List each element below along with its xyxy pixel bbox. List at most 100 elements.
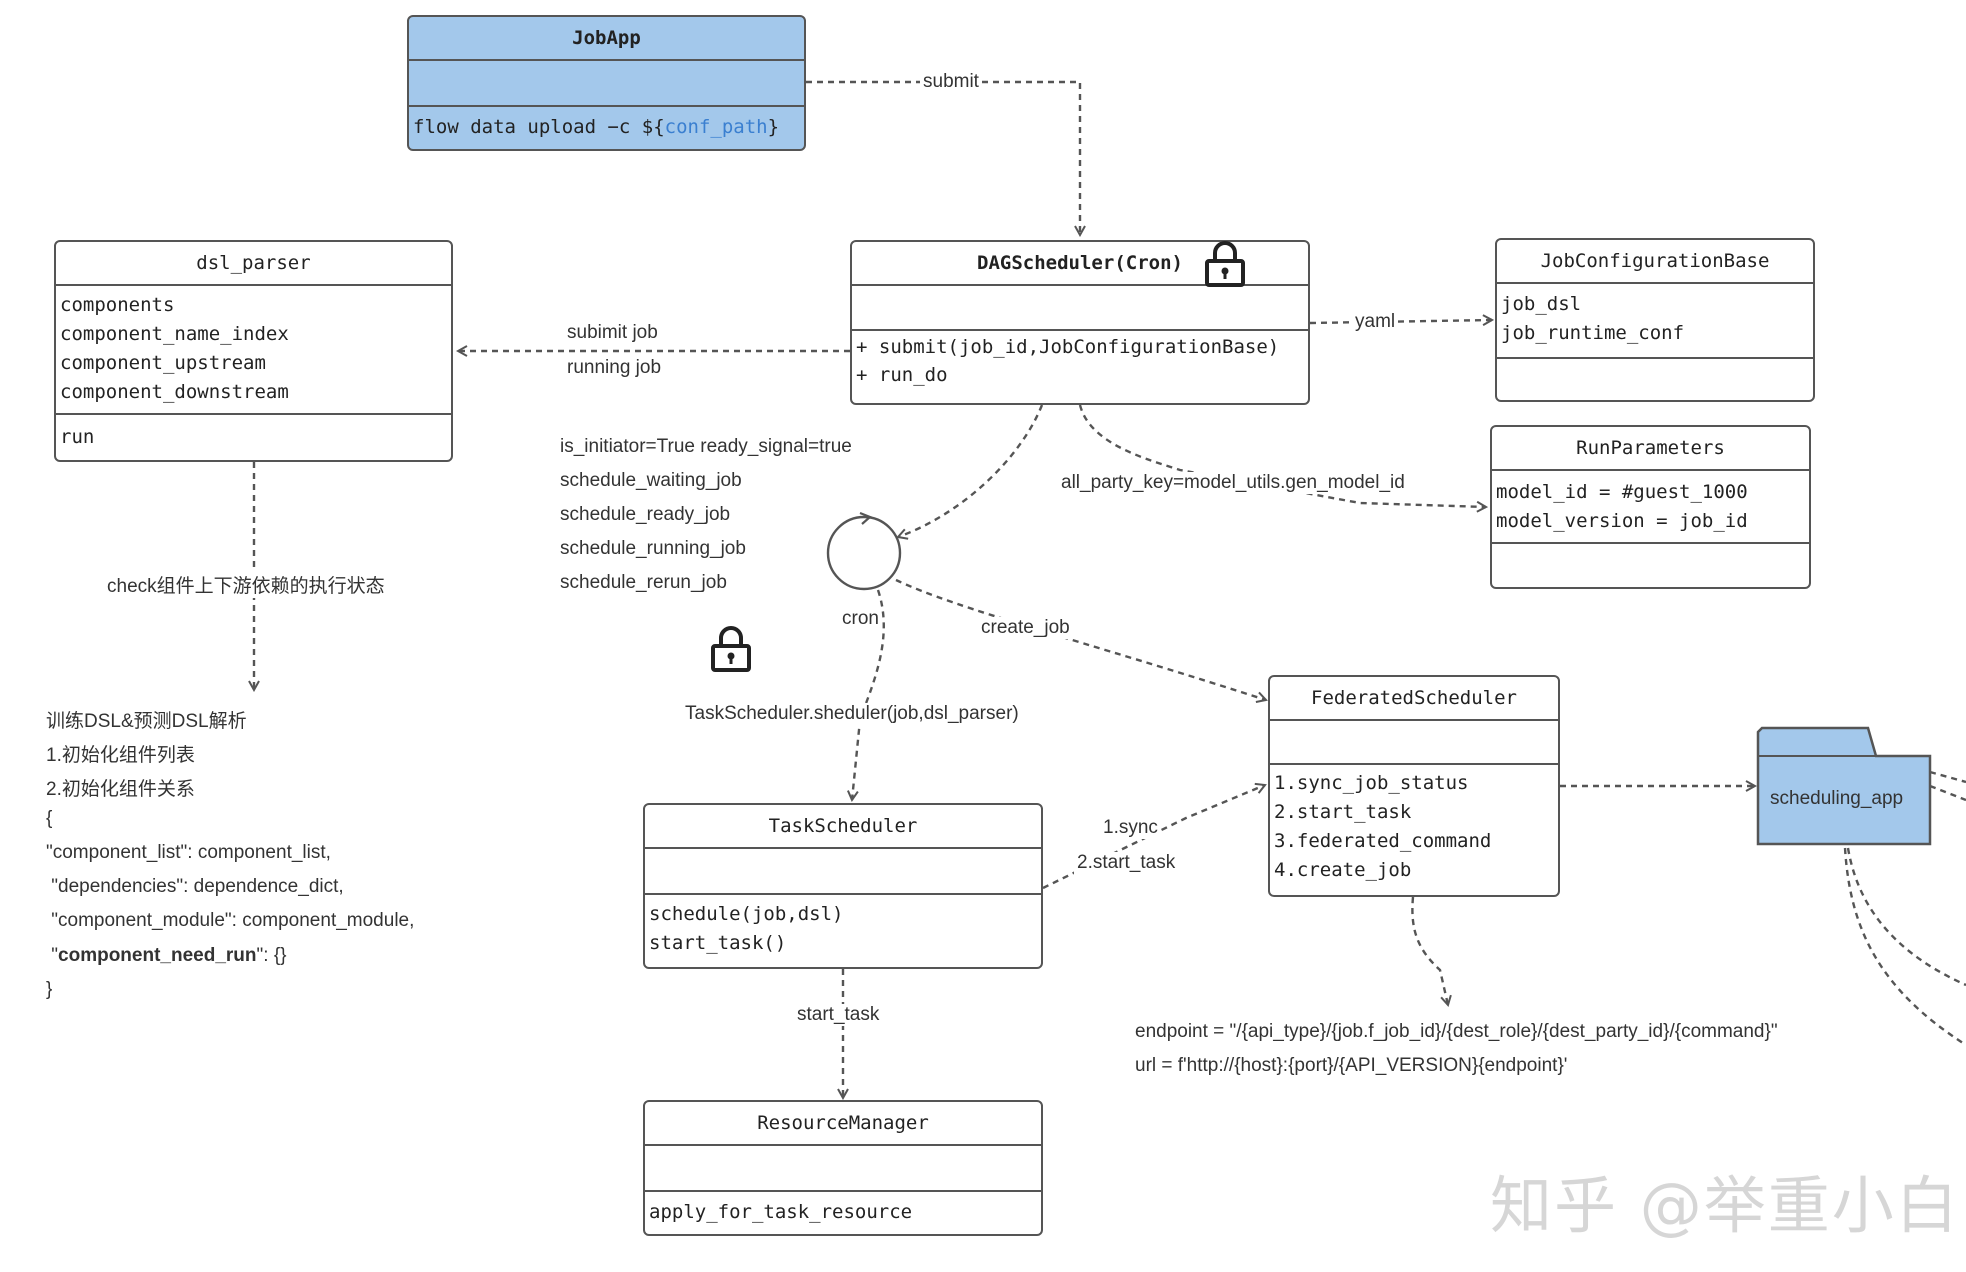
jobapp-cmd-suffix: } — [767, 116, 780, 138]
watermark: 知乎 @举重小白 — [1490, 1169, 1960, 1242]
edge-label-create-job: create_job — [978, 617, 1073, 639]
edge-label-yaml: yaml — [1352, 311, 1399, 333]
runparameters-field: model_version = job_id — [1496, 510, 1748, 532]
dagscheduler-methods: + submit(job_id,JobConfigurationBase) + … — [852, 331, 1308, 392]
runparameters-field: model_id = #guest_1000 — [1496, 481, 1748, 503]
edge-label-check: check组件上下游依赖的执行状态 — [104, 571, 388, 598]
edge-label-all-party-key: all_party_key=model_utils.gen_model_id — [1058, 472, 1408, 494]
edge-folder-down-2 — [1846, 847, 1966, 987]
jobconfigbase-field: job_runtime_conf — [1501, 322, 1685, 344]
dsl-note-need-run-key: component_need_run — [58, 945, 257, 966]
cron-node-circle — [826, 515, 902, 591]
dslparser-fields: components component_name_index componen… — [56, 286, 451, 415]
taskscheduler-methods: schedule(job,dsl) start_task() — [645, 895, 1041, 961]
dagscheduler-method: + run_do — [856, 364, 948, 386]
schedule-note: is_initiator=True ready_signal=true — [560, 436, 852, 457]
scheduling-app-label: scheduling_app — [1770, 788, 1904, 809]
jobconfigbase-field: job_dsl — [1501, 293, 1582, 315]
runparameters-class-box: RunParameters model_id = #guest_1000 mod… — [1490, 425, 1811, 589]
schedule-note: schedule_rerun_job — [560, 572, 727, 593]
dsl-note: 1.初始化组件列表 — [46, 745, 195, 766]
dslparser-field: component_downstream — [60, 381, 289, 403]
folder-icon — [1756, 726, 1932, 846]
jobapp-class-box: JobApp flow data upload −c ${conf_path} — [407, 15, 806, 151]
jobapp-cmd-var: conf_path — [664, 116, 768, 138]
endpoint-note: endpoint = "/{api_type}/{job.f_job_id}/{… — [1135, 1021, 1778, 1042]
dsl-note: 训练DSL&预测DSL解析 — [46, 711, 247, 732]
resourcemanager-empty-section — [645, 1146, 1041, 1192]
federatedscheduler-method: 3.federated_command — [1274, 830, 1492, 852]
jobconfigbase-empty-section — [1497, 359, 1813, 365]
dslparser-method: run — [60, 426, 95, 448]
dslparser-title: dsl_parser — [56, 242, 451, 286]
jobapp-cmd-prefix: flow data upload −c ${ — [413, 116, 665, 138]
dsl-note: 2.初始化组件关系 — [46, 779, 195, 800]
cron-circle-arrow-icon — [859, 511, 873, 525]
lock-icon — [711, 626, 751, 672]
dsl-note-need-run: "component_need_run": {} — [46, 945, 287, 967]
jobconfigbase-title: JobConfigurationBase — [1497, 240, 1813, 284]
edge-federated-endpoint — [1411, 896, 1448, 1005]
edge-label-running-job: running job — [564, 357, 665, 379]
edge-label-sync: 1.sync — [1100, 817, 1161, 839]
taskscheduler-empty-section — [645, 849, 1041, 895]
edge-label-task-sheduler: TaskScheduler.sheduler(job,dsl_parser) — [682, 703, 1022, 725]
schedule-note: schedule_waiting_job — [560, 470, 742, 491]
schedule-note: schedule_ready_job — [560, 504, 731, 525]
edge-dag-to-runparams — [1078, 404, 1486, 507]
jobapp-empty-section — [409, 61, 804, 107]
dagscheduler-method: + submit(job_id,JobConfigurationBase) — [856, 336, 1280, 358]
federatedscheduler-method: 1.sync_job_status — [1274, 772, 1469, 794]
dslparser-field: component_upstream — [60, 352, 266, 374]
edge-folder-out-2 — [1929, 784, 1966, 802]
dsl-note: "component_list": component_list, — [46, 842, 331, 863]
runparameters-fields: model_id = #guest_1000 model_version = j… — [1492, 471, 1809, 544]
edge-label-start-task-2: 2.start_task — [1074, 852, 1179, 874]
jobconfigbase-fields: job_dsl job_runtime_conf — [1497, 284, 1813, 359]
edge-label-submit: submit — [920, 71, 982, 93]
taskscheduler-method: start_task() — [649, 932, 787, 954]
edge-folder-down-1 — [1843, 847, 1966, 1047]
federatedscheduler-methods: 1.sync_job_status 2.start_task 3.federat… — [1270, 765, 1558, 888]
lock-icon — [1205, 241, 1245, 287]
edge-label-subimit-job: subimit job — [564, 322, 661, 344]
jobconfigbase-class-box: JobConfigurationBase job_dsl job_runtime… — [1495, 238, 1815, 402]
resourcemanager-class-box: ResourceManager apply_for_task_resource — [643, 1100, 1043, 1236]
resourcemanager-title: ResourceManager — [645, 1102, 1041, 1146]
dslparser-field: component_name_index — [60, 323, 289, 345]
dsl-note-close: } — [46, 979, 53, 1000]
runparameters-title: RunParameters — [1492, 427, 1809, 471]
edge-cron-to-federated — [895, 578, 1266, 700]
dslparser-field: components — [60, 294, 175, 316]
federatedscheduler-title: FederatedScheduler — [1270, 677, 1558, 721]
federatedscheduler-method: 4.create_job — [1274, 859, 1412, 881]
dagscheduler-title: DAGScheduler(Cron) — [852, 242, 1308, 286]
taskscheduler-title: TaskScheduler — [645, 805, 1041, 849]
endpoint-note: url = f'http://{host}:{port}/{API_VERSIO… — [1135, 1055, 1568, 1076]
federatedscheduler-method: 2.start_task — [1274, 801, 1412, 823]
edge-label-cron: cron — [842, 608, 879, 629]
edge-jobapp-to-dag — [806, 80, 1080, 235]
resourcemanager-methods: apply_for_task_resource — [645, 1192, 1041, 1230]
dsl-note-need-run-quote: " — [46, 945, 59, 966]
dslparser-class-box: dsl_parser components component_name_ind… — [54, 240, 453, 462]
dagscheduler-empty-section — [852, 286, 1308, 331]
dsl-note: "dependencies": dependence_dict, — [46, 876, 344, 897]
edge-cron-to-taskscheduler — [852, 589, 885, 800]
taskscheduler-method: schedule(job,dsl) — [649, 903, 844, 925]
federatedscheduler-class-box: FederatedScheduler 1.sync_job_status 2.s… — [1268, 675, 1560, 897]
edge-folder-out-1 — [1929, 770, 1966, 784]
edge-taskscheduler-to-federated — [1042, 785, 1265, 890]
dsl-note-need-run-rest: ": {} — [256, 945, 287, 966]
federatedscheduler-empty-section — [1270, 721, 1558, 765]
edge-dag-to-cron — [898, 404, 1044, 537]
taskscheduler-class-box: TaskScheduler schedule(job,dsl) start_ta… — [643, 803, 1043, 969]
resourcemanager-method: apply_for_task_resource — [649, 1201, 913, 1223]
jobapp-title: JobApp — [409, 17, 804, 61]
jobapp-command: flow data upload −c ${conf_path} — [409, 107, 804, 148]
runparameters-empty-section — [1492, 544, 1809, 550]
dslparser-methods: run — [56, 415, 451, 455]
schedule-note: schedule_running_job — [560, 538, 746, 559]
edge-label-start-task: start_task — [794, 1004, 883, 1026]
dsl-note: "component_module": component_module, — [46, 910, 415, 931]
